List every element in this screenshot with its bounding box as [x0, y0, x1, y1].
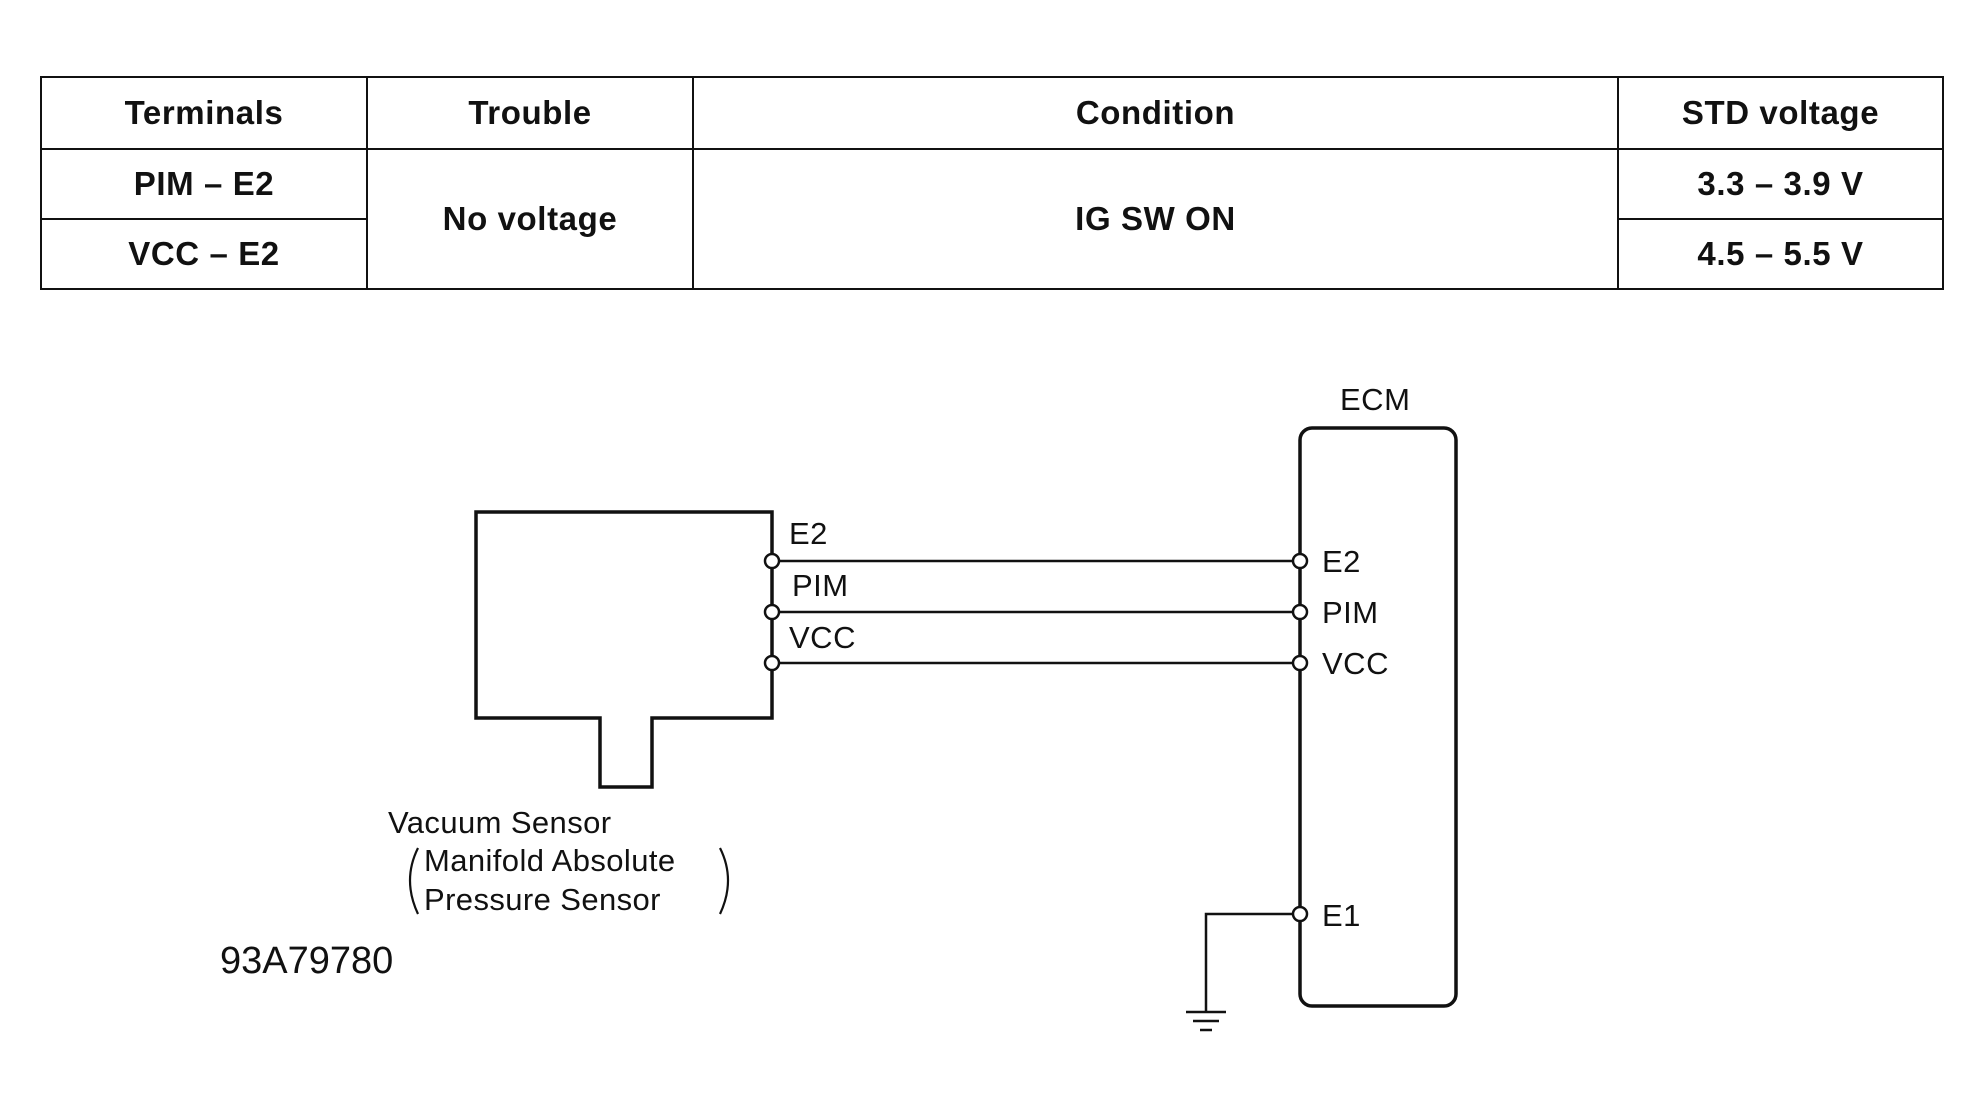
ground-icon [1186, 1010, 1226, 1032]
sensor-caption-line3: Pressure Sensor [424, 882, 661, 917]
sensor-caption-line1: Vacuum Sensor [388, 805, 611, 840]
ecm-pin-label-pim: PIM [1322, 595, 1379, 630]
cell-terminals: VCC – E2 [40, 218, 368, 290]
table-header-row: Terminals Trouble Condition STD voltage [40, 76, 1944, 150]
caption-left-bracket [408, 847, 419, 915]
ecm-title: ECM [1340, 382, 1410, 417]
ecm-terminal-e1 [1291, 905, 1309, 923]
header-std-voltage: STD voltage [1617, 76, 1944, 150]
cell-condition: IG SW ON [692, 148, 1619, 290]
cell-std-voltage: 3.3 – 3.9 V [1617, 148, 1944, 220]
ecm-terminal-e2 [1291, 552, 1309, 570]
wire-e1-ground [1204, 912, 1300, 1012]
cell-trouble: No voltage [366, 148, 694, 290]
sensor-caption-line2: Manifold Absolute [424, 843, 676, 878]
header-trouble: Trouble [366, 76, 694, 150]
sensor-pin-label-e2: E2 [789, 516, 828, 551]
ecm-pin-label-e1: E1 [1322, 898, 1361, 933]
ecm-box [1298, 426, 1458, 1008]
header-condition: Condition [692, 76, 1619, 150]
header-terminals: Terminals [40, 76, 368, 150]
sensor-pin-label-vcc: VCC [789, 620, 856, 655]
vacuum-sensor-body [474, 510, 774, 789]
ecm-terminal-vcc [1291, 654, 1309, 672]
sensor-terminal-pim [763, 603, 781, 621]
caption-right-bracket [719, 847, 730, 915]
ecm-pin-label-vcc: VCC [1322, 646, 1389, 681]
spec-table: Terminals Trouble Condition STD voltage … [40, 76, 1944, 290]
cell-terminals: PIM – E2 [40, 148, 368, 220]
table-row: VCC – E2 4.5 – 5.5 V [40, 218, 1944, 290]
ecm-terminal-pim [1291, 603, 1309, 621]
ecm-pin-label-e2: E2 [1322, 544, 1361, 579]
figure-id: 93A79780 [220, 940, 393, 982]
sensor-terminal-e2 [763, 552, 781, 570]
table-row: PIM – E2 No voltage IG SW ON 3.3 – 3.9 V [40, 148, 1944, 290]
cell-std-voltage: 4.5 – 5.5 V [1617, 218, 1944, 290]
sensor-terminal-vcc [763, 654, 781, 672]
sensor-pin-label-pim: PIM [792, 568, 849, 603]
